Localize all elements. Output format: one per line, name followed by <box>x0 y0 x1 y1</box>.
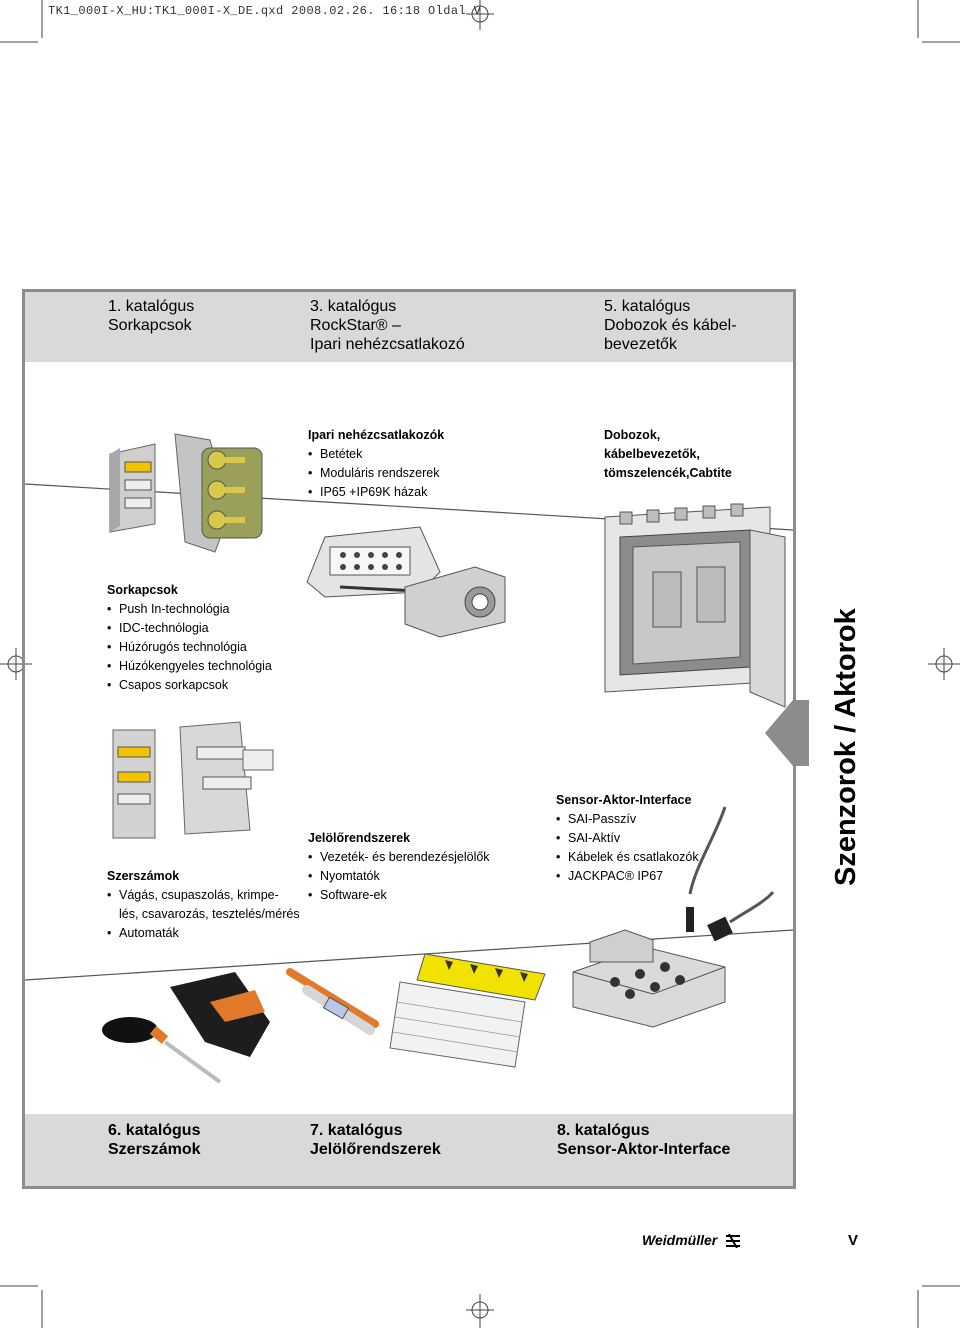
section-terminals: Sorkapcsok Push In-technológia IDC-techn… <box>107 581 272 695</box>
section-sai: Sensor-Aktor-Interface SAI-Passzív SAI-A… <box>556 791 699 886</box>
product-illustrations <box>25 433 793 1084</box>
page-number: V <box>848 1232 859 1249</box>
section-marking: Jelölőrendszerek Vezeték- és berendezésj… <box>308 829 490 905</box>
terminal-block-illustration <box>109 433 263 553</box>
marking-illustration <box>286 953 546 1068</box>
vertical-label: Szenzorok / Aktorok <box>830 608 862 886</box>
side-tab-arrow <box>765 700 809 766</box>
enclosure-illustration <box>604 503 786 708</box>
top-band <box>25 292 793 362</box>
section-heading: Jelölőrendszerek <box>308 831 411 845</box>
list-item: Automaták <box>107 924 300 943</box>
heavy-duty-connector-illustration <box>306 526 506 638</box>
section-tools: Szerszámok Vágás, csupaszolás, krimpe- l… <box>107 867 300 943</box>
terminal-rail-illustration <box>112 721 274 839</box>
list-item: Csapos sorkapcsok <box>107 676 272 695</box>
list-item-continuation: lés, csavarozás, tesztelés/mérés <box>119 907 300 921</box>
tools-illustration <box>102 972 270 1084</box>
section-heading: Sorkapcsok <box>107 583 178 597</box>
list-item: IDC-technólogia <box>107 619 272 638</box>
section-heavy-duty: Ipari nehézcsatlakozók Betétek Moduláris… <box>308 426 444 502</box>
list-item: Push In-technológia <box>107 600 272 619</box>
section-heading: Sensor-Aktor-Interface <box>556 793 692 807</box>
list-item: Moduláris rendszerek <box>308 464 444 483</box>
list-item: IP65 +IP69K házak <box>308 483 444 502</box>
list-item: SAI-Passzív <box>556 810 699 829</box>
section-heading: Ipari nehézcsatlakozók <box>308 428 445 442</box>
list-item: Software-ek <box>308 886 490 905</box>
list-item: Húzókengyeles technológia <box>107 657 272 676</box>
section-heading: tömszelencék,Cabtite <box>604 466 732 480</box>
list-item: SAI-Aktív <box>556 829 699 848</box>
section-enclosures: Dobozok, kábelbevezetők, tömszelencék,Ca… <box>604 426 732 483</box>
list-item: Vezeték- és berendezésjelölők <box>308 848 490 867</box>
section-heading: Dobozok, <box>604 428 661 442</box>
list-item: Nyomtatók <box>308 867 490 886</box>
brand-logo: Weidmüller <box>642 1232 741 1249</box>
bottom-band <box>25 1114 793 1186</box>
section-heading: kábelbevezetők, <box>604 447 700 461</box>
sai-module-illustration <box>572 806 775 1028</box>
list-item: Kábelek és csatlakozók <box>556 848 699 867</box>
list-item: Húzórugós technológia <box>107 638 272 657</box>
list-item: Betétek <box>308 445 444 464</box>
logo-mark-icon <box>726 1234 741 1249</box>
list-item: JACKPAC® IP67 <box>556 867 699 886</box>
list-item: Vágás, csupaszolás, krimpe- <box>107 886 300 905</box>
section-heading: Szerszámok <box>107 869 180 883</box>
print-slug: TK1_000I-X_HU:TK1_000I-X_DE.qxd 2008.02.… <box>48 4 482 18</box>
